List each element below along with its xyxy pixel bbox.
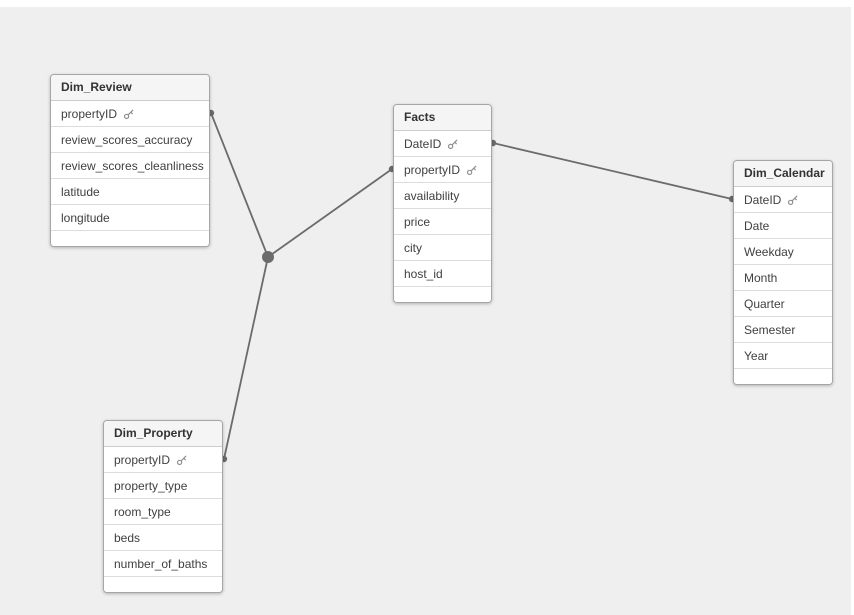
table-footer-empty bbox=[394, 287, 491, 302]
field-row-Date[interactable]: Date bbox=[734, 213, 832, 239]
field-row-property_type[interactable]: property_type bbox=[104, 473, 222, 499]
field-label: city bbox=[404, 240, 422, 255]
table-fields-facts: DateID propertyID availability price city hos… bbox=[394, 131, 491, 287]
field-label: price bbox=[404, 214, 431, 229]
field-row-longitude[interactable]: longitude bbox=[51, 205, 209, 231]
table-footer-empty bbox=[51, 231, 209, 246]
field-row-Quarter[interactable]: Quarter bbox=[734, 291, 832, 317]
field-label: Date bbox=[744, 218, 770, 233]
field-row-Semester[interactable]: Semester bbox=[734, 317, 832, 343]
field-label: propertyID bbox=[61, 106, 118, 121]
junction-dot bbox=[262, 251, 274, 263]
field-label: Month bbox=[744, 270, 778, 285]
table-footer-empty bbox=[734, 369, 832, 384]
field-row-room_type[interactable]: room_type bbox=[104, 499, 222, 525]
field-label: DateID bbox=[404, 136, 442, 151]
field-row-review_scores_accuracy[interactable]: review_scores_accuracy bbox=[51, 127, 209, 153]
field-label: Weekday bbox=[744, 244, 794, 259]
table-footer-empty bbox=[104, 577, 222, 592]
table-dim-review[interactable]: Dim_Review propertyID review_scores_accur… bbox=[50, 74, 210, 247]
field-label: number_of_baths bbox=[114, 556, 208, 571]
key-icon bbox=[788, 195, 798, 205]
field-label: availability bbox=[404, 188, 460, 203]
field-label: host_id bbox=[404, 266, 443, 281]
field-label: beds bbox=[114, 530, 141, 545]
field-row-review_scores_cleanliness[interactable]: review_scores_cleanliness bbox=[51, 153, 209, 179]
field-row-number_of_baths[interactable]: number_of_baths bbox=[104, 551, 222, 577]
field-label: property_type bbox=[114, 478, 188, 493]
field-label: DateID bbox=[744, 192, 782, 207]
field-row-price[interactable]: price bbox=[394, 209, 491, 235]
field-row-Weekday[interactable]: Weekday bbox=[734, 239, 832, 265]
table-facts[interactable]: Facts DateID propertyID availability price c… bbox=[393, 104, 492, 303]
field-row-latitude[interactable]: latitude bbox=[51, 179, 209, 205]
connector-line bbox=[223, 256, 269, 460]
field-row-propertyID[interactable]: propertyID bbox=[394, 157, 491, 183]
top-edge-strip bbox=[0, 0, 854, 7]
field-row-DateID[interactable]: DateID bbox=[394, 131, 491, 157]
field-label: longitude bbox=[61, 210, 110, 225]
field-row-DateID[interactable]: DateID bbox=[734, 187, 832, 213]
field-label: propertyID bbox=[114, 452, 171, 467]
field-label: latitude bbox=[61, 184, 100, 199]
field-row-host_id[interactable]: host_id bbox=[394, 261, 491, 287]
table-fields-dim-review: propertyID review_scores_accuracy review_s… bbox=[51, 101, 209, 231]
table-title-dim-calendar[interactable]: Dim_Calendar bbox=[734, 161, 832, 187]
table-title-dim-review[interactable]: Dim_Review bbox=[51, 75, 209, 101]
field-row-propertyID[interactable]: propertyID bbox=[51, 101, 209, 127]
field-row-propertyID[interactable]: propertyID bbox=[104, 447, 222, 473]
field-row-beds[interactable]: beds bbox=[104, 525, 222, 551]
connector-line bbox=[267, 168, 393, 258]
connector-line bbox=[492, 142, 733, 200]
key-icon bbox=[448, 139, 458, 149]
key-icon bbox=[466, 165, 477, 175]
field-label: review_scores_cleanliness bbox=[61, 158, 204, 173]
field-row-Month[interactable]: Month bbox=[734, 265, 832, 291]
field-row-availability[interactable]: availability bbox=[394, 183, 491, 209]
key-icon bbox=[176, 455, 187, 465]
table-title-dim-property[interactable]: Dim_Property bbox=[104, 421, 222, 447]
key-icon bbox=[123, 109, 134, 119]
field-label: Quarter bbox=[744, 296, 785, 311]
field-row-Year[interactable]: Year bbox=[734, 343, 832, 369]
connector-line bbox=[210, 112, 269, 258]
table-title-facts[interactable]: Facts bbox=[394, 105, 491, 131]
field-row-city[interactable]: city bbox=[394, 235, 491, 261]
field-label: propertyID bbox=[404, 162, 461, 177]
field-label: review_scores_accuracy bbox=[61, 132, 193, 147]
field-label: Year bbox=[744, 348, 769, 363]
field-label: room_type bbox=[114, 504, 171, 519]
field-label: Semester bbox=[744, 322, 796, 337]
right-edge-strip bbox=[851, 0, 854, 615]
